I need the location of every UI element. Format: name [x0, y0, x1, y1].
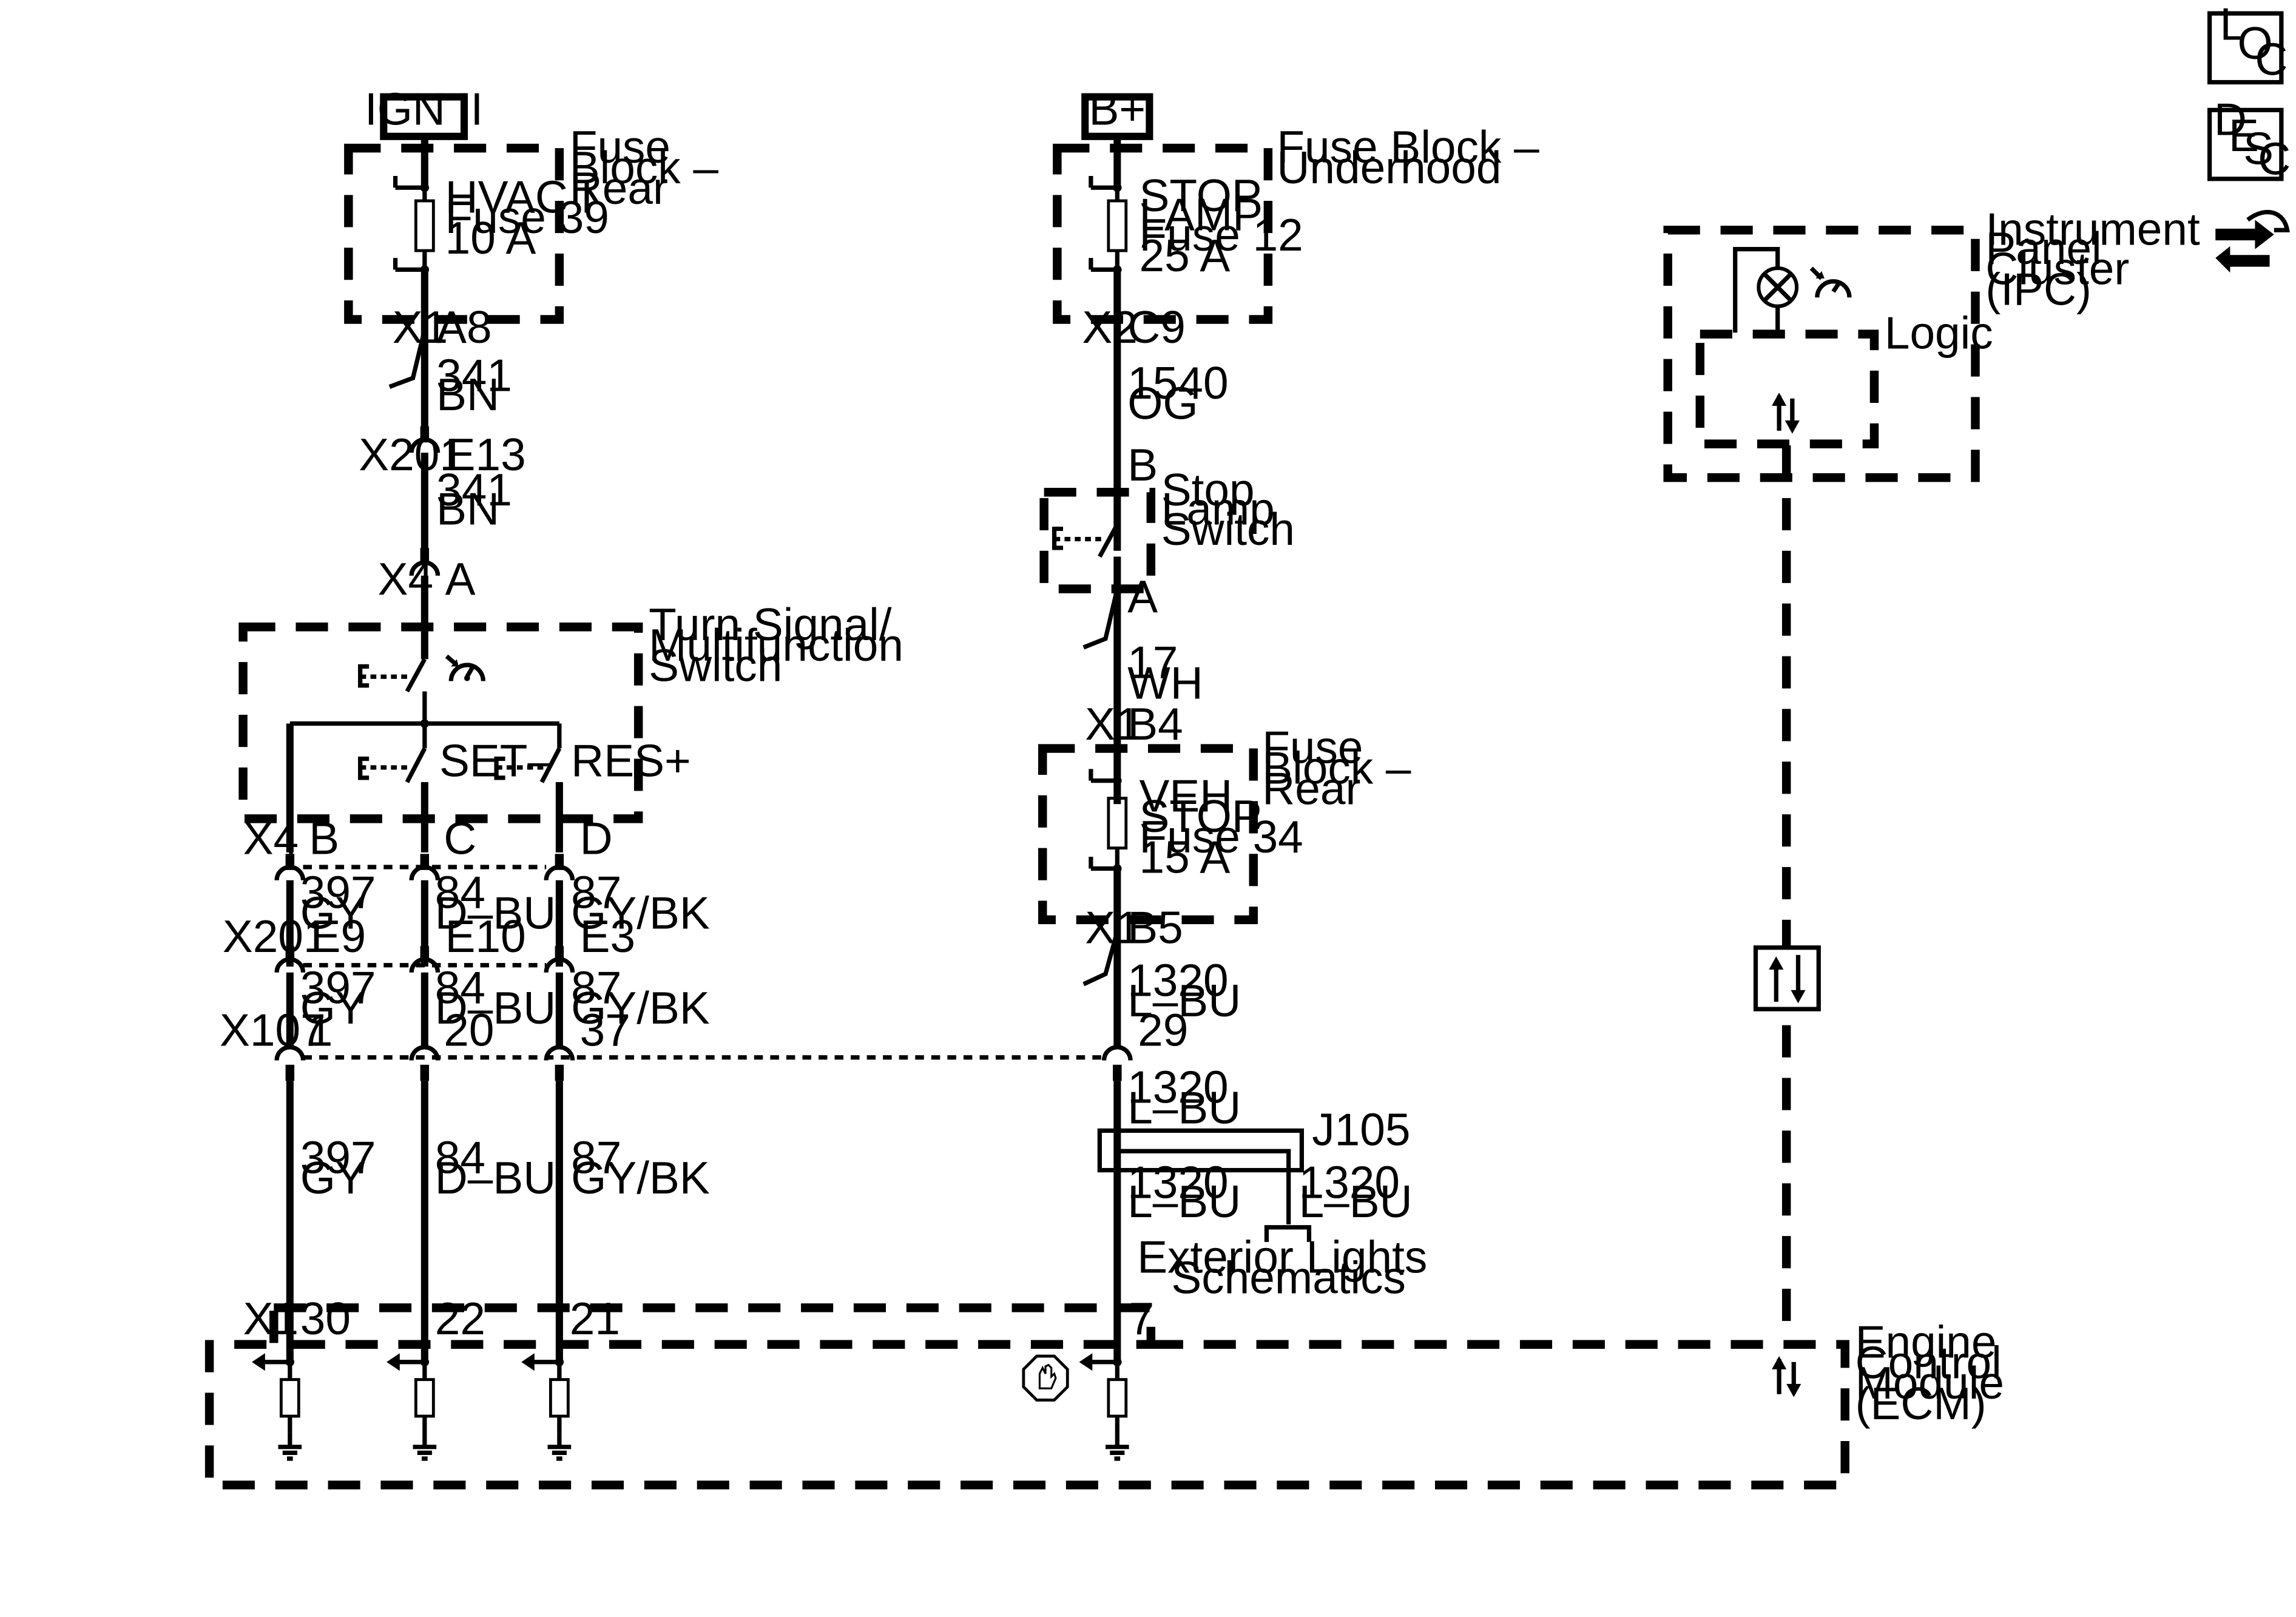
ecm-x1-label: X1 — [243, 1293, 299, 1344]
exterior-lights-schematics-link[interactable]: Exterior Lights Schematics — [1137, 1232, 1440, 1303]
desc-letter-d: D — [2214, 93, 2247, 144]
wire-341-bn-2: 341 BN — [436, 464, 525, 534]
wire-397-gy-a: 397GY — [300, 867, 376, 939]
wire-84-dbu-b: 84D–BU — [435, 962, 556, 1033]
e13-pin-label: E13 — [445, 429, 526, 480]
x201-pin-e10: E10 — [445, 911, 526, 962]
serial-data-bus-icon — [1753, 945, 1821, 1011]
wire-17-wh: 17 WH — [1127, 637, 1203, 709]
esd-warning-icon — [1022, 1354, 1069, 1402]
wire-87-gybk-c: 87GY/BK — [571, 1132, 710, 1203]
stop-lamp-switch: Stop Lamp Switch — [1039, 464, 1295, 593]
wire-84-dbu-c: 84D–BU — [435, 1132, 556, 1203]
fuse-block-underhood-title: Fuse Block – Underhood — [1277, 121, 1551, 193]
fuse-block-rear-mid: Fuse Block – Rear VEH STOP Fuse 34 15 A — [1038, 722, 1423, 925]
stop-lamp-fuse-label: STOP LAMP Fuse 12 25 A — [1140, 170, 1316, 281]
loc-letter-l: L — [2220, 0, 2246, 50]
cruise-indicator-icon — [1809, 266, 1852, 298]
x201-row-label: X201 — [223, 911, 329, 962]
wire-1320-lbu-4: 1320 L–BU — [1299, 1156, 1413, 1226]
bidirectional-data-icon — [1772, 393, 1800, 434]
x201-label: X201 — [359, 429, 465, 480]
b5-pin-label: B5 — [1127, 902, 1183, 953]
wire-1320-lbu-1: 1320 L–BU — [1127, 954, 1241, 1026]
indicator-lamp-icon — [1757, 266, 1799, 308]
j105-label: J105 — [1312, 1104, 1410, 1155]
x2-label: X2 — [1082, 302, 1137, 353]
j105-splice: J105 1320 L–BU 1320 L–BU Exterior Lights… — [1097, 1104, 1440, 1303]
x107-connector-row: X107 1 20 37 29 — [220, 1004, 1188, 1081]
instrument-panel-cluster: Instrument Panel Cluster (IPC) Logic — [1663, 203, 2212, 482]
veh-stop-fuse-label: VEH STOP Fuse 34 15 A — [1140, 770, 1316, 882]
x107-pin-37: 37 — [580, 1004, 630, 1055]
c9-pin-label: C9 — [1127, 302, 1186, 353]
turn-signal-multifunction-switch: Turn Signal/ Multifunction Switch SET– R… — [238, 599, 916, 852]
fuse-block-rear-top: Fuse Block – Rear HVAC I Fuse 39 10 A — [344, 121, 731, 324]
x4-a-connector — [409, 560, 441, 576]
loc-letter-o: O — [2237, 18, 2272, 69]
b-plus-power-source: B+ — [1081, 84, 1153, 140]
wire-1320-lbu-2: 1320 L–BU — [1127, 1062, 1241, 1133]
fuse-block-rear-mid-title: Fuse Block – Rear — [1262, 722, 1423, 814]
res-plus-label: RES+ — [571, 735, 690, 786]
fuse-block-rear-title: Fuse Block – Rear — [570, 121, 731, 214]
cruise-control-icon — [445, 654, 485, 681]
ecm-pin-21: 21 — [570, 1293, 620, 1344]
ecm-input-pin-22 — [387, 1353, 436, 1459]
x107-pin-1: 1 — [308, 1004, 333, 1055]
x201-connector-row: X201 E9 E10 E3 — [223, 911, 635, 973]
desc-letter-s: S — [2243, 123, 2274, 174]
logic-label: Logic — [1885, 308, 1993, 359]
x201-pin-e3: E3 — [580, 911, 636, 962]
x201-e13-connector — [409, 437, 441, 453]
ecm-input-pin-30 — [252, 1353, 302, 1459]
b-plus-label: B+ — [1089, 84, 1146, 135]
x4-connector-row: X4 B C D — [243, 812, 613, 881]
x201-pin-e9: E9 — [311, 911, 366, 962]
wire-1320-lbu-3: 1320 L–BU — [1127, 1156, 1241, 1226]
ecm-pin-7: 7 — [1129, 1293, 1155, 1344]
ecm-serial-data-icon — [1772, 1356, 1801, 1397]
wire-1540-og: 1540 OG — [1127, 357, 1241, 429]
x107-pin-20: 20 — [444, 1004, 494, 1055]
a8-pin-label: A8 — [436, 302, 492, 353]
loc-letter-c: C — [2255, 33, 2288, 84]
desc-letter-e: E — [2229, 110, 2259, 161]
connector-tool-icon[interactable] — [2215, 209, 2290, 273]
engine-control-module: Engine Control Module (ECM) X1 30 22 21 … — [204, 1293, 2017, 1490]
description-nav-button[interactable]: D E S C — [2207, 93, 2291, 184]
a-pin-label-mid: A — [1127, 571, 1158, 622]
wire-87-gybk-b: 87GY/BK — [571, 962, 710, 1033]
hvac-fuse-label: HVAC I Fuse 39 10 A — [445, 171, 622, 263]
ecm-pin-22: 22 — [435, 1293, 485, 1344]
fuse-block-underhood: Fuse Block – Underhood STOP LAMP Fuse 12… — [1053, 121, 1551, 324]
ecm-title: Engine Control Module (ECM) — [1855, 1316, 2017, 1428]
stop-lamp-switch-title: Stop Lamp Switch — [1161, 464, 1295, 555]
location-nav-button[interactable]: L O C — [2207, 0, 2288, 84]
wire-341-bn-1: 341 BN — [436, 350, 525, 420]
ign-ii-power-source: IGN II — [365, 84, 483, 140]
ign-ii-label: IGN II — [365, 84, 483, 135]
wire-397-gy-c: 397GY — [300, 1132, 376, 1203]
b-pin-label: B — [1127, 439, 1158, 490]
turn-signal-switch-title: Turn Signal/ Multifunction Switch — [649, 599, 916, 691]
ecm-pin-30: 30 — [300, 1293, 351, 1344]
wire-87-gybk-a: 87GY/BK — [571, 867, 710, 939]
ecm-input-pin-21 — [521, 1353, 571, 1459]
x4-pin-b: B — [309, 812, 339, 863]
x1-b4-connector-label: X1 — [1085, 698, 1140, 749]
x4-pin-d: D — [580, 812, 613, 863]
wire-397-gy-b: 397GY — [300, 962, 376, 1033]
b4-pin-label: B4 — [1127, 698, 1183, 749]
a-pin-label: A — [445, 553, 476, 604]
x107-pin-29: 29 — [1138, 1004, 1188, 1055]
ecm-input-pin-7 — [1079, 1353, 1129, 1459]
x4-pin-c: C — [444, 812, 476, 863]
desc-letter-c: C — [2258, 133, 2291, 184]
wire-84-dbu-a: 84D–BU — [435, 867, 556, 939]
x107-row-label: X107 — [220, 1004, 326, 1055]
ipc-title: Instrument Panel Cluster (IPC) — [1985, 203, 2212, 314]
